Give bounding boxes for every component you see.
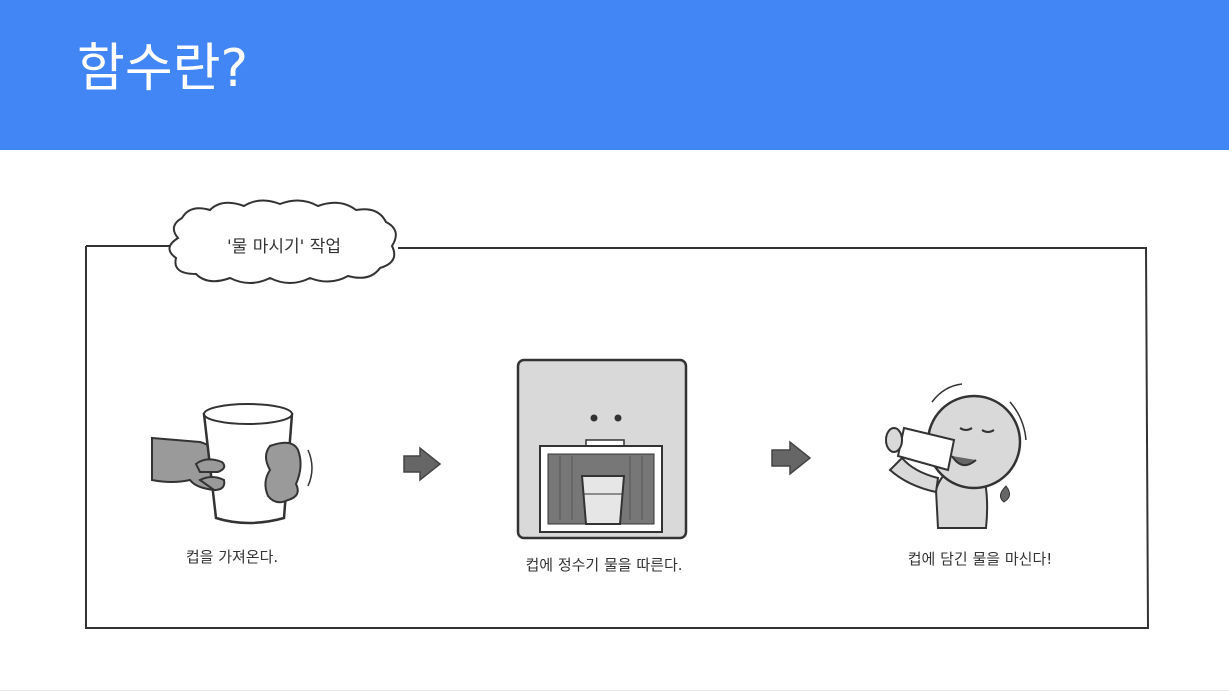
right-arrow-icon: [771, 440, 812, 476]
cloud-bubble: '물 마시기' 작업: [168, 199, 397, 284]
frame-border: [85, 245, 1150, 629]
step-1-caption: 컵을 가져온다.: [186, 548, 278, 566]
step-2-water-purifier: 컵에 정수기 물을 따른다.: [516, 358, 688, 574]
water-drinking-illustration: '물 마시기' 작업 컵을 가져온다. 컵에 정수기 물을 따른다.: [85, 199, 1150, 629]
right-arrow-icon: [403, 446, 442, 482]
slide-header: 함수란?: [0, 0, 1229, 150]
step-3-caption: 컵에 담긴 물을 마신다!: [908, 550, 1053, 568]
slide-title: 함수란?: [77, 39, 249, 99]
bubble-label: '물 마시기' 작업: [227, 237, 341, 257]
step-2-caption: 컵에 정수기 물을 따른다.: [525, 556, 682, 574]
step-1-cup-hand: 컵을 가져온다.: [151, 403, 313, 566]
step-3-person-drinking: 컵에 담긴 물을 마신다!: [885, 383, 1053, 568]
slide-bottom-divider: [0, 690, 1229, 691]
glass-icon: [580, 475, 626, 525]
